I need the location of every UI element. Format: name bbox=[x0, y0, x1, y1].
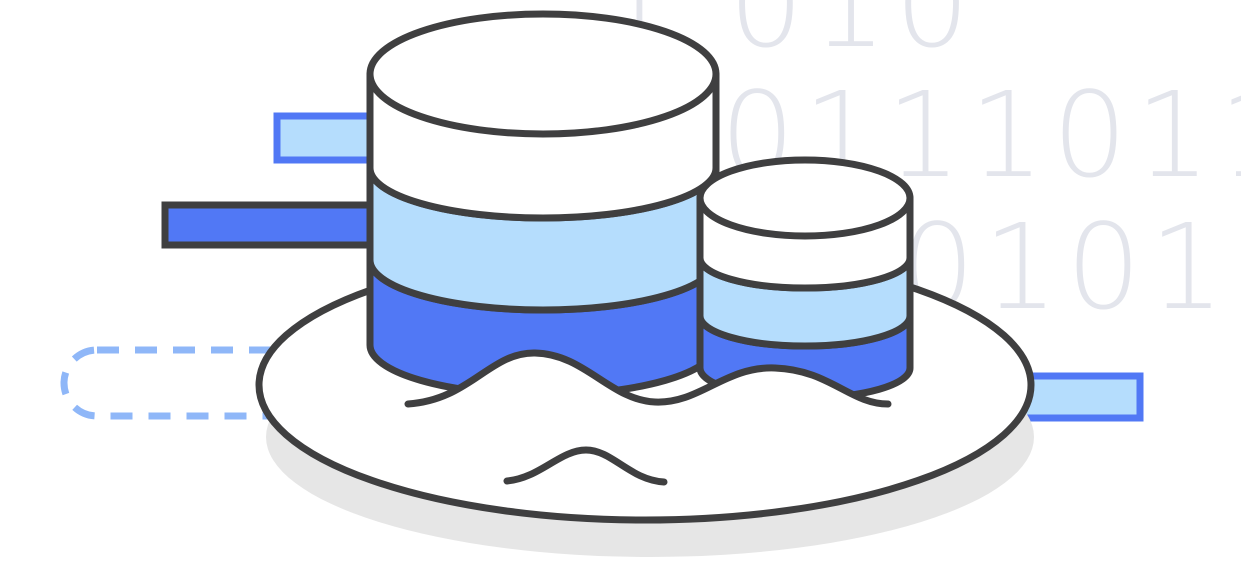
blue-bar-left bbox=[161, 201, 389, 249]
large-database-cylinder bbox=[366, 10, 720, 399]
large-cylinder-lid bbox=[366, 10, 720, 138]
liquid-wave-line bbox=[404, 349, 892, 408]
small-database-cylinder bbox=[696, 156, 914, 402]
plate-small-wave bbox=[503, 446, 668, 486]
small-cylinder-lid bbox=[696, 156, 914, 240]
